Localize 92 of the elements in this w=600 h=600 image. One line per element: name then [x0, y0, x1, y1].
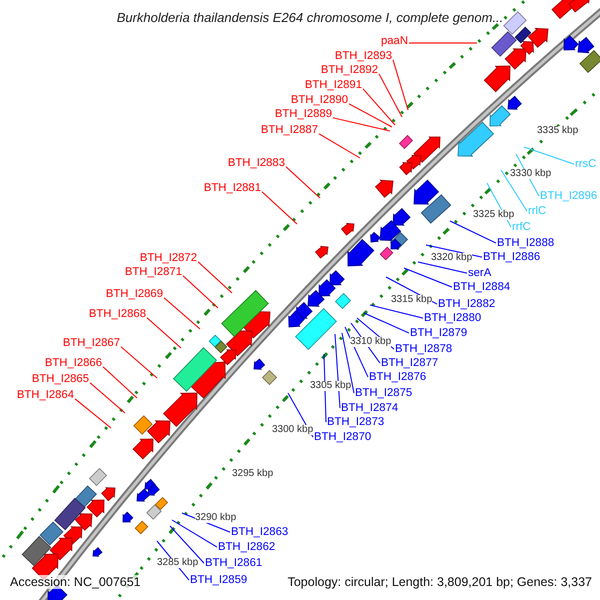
gene-label: BTH_I2875 [355, 388, 412, 399]
leader-line [120, 346, 158, 378]
leader-line [146, 317, 182, 348]
gene-label: BTH_I2868 [88, 308, 146, 320]
leader-line [74, 398, 112, 428]
position-label: 3325 kbp [473, 210, 514, 220]
leader-line [342, 332, 354, 394]
position-label: 3320 kbp [431, 253, 472, 263]
position-label: 3305 kbp [310, 381, 352, 391]
position-label: 3315 kbp [391, 295, 432, 305]
gene-label: rrfC [512, 222, 531, 233]
gene-label: BTH_I2878 [395, 344, 452, 355]
gene-label: BTH_I2872 [140, 252, 197, 264]
leader-line [286, 166, 320, 198]
gene-label: BTH_I2883 [228, 158, 285, 169]
leader-line [262, 191, 298, 224]
gene-label: BTH_I2887 [260, 124, 318, 136]
leader-line [362, 88, 396, 126]
gene-label: BTH_I2892 [320, 64, 378, 76]
leader-line [170, 526, 204, 564]
gene-label: rrlC [528, 206, 546, 217]
leader-line [288, 392, 314, 438]
leader-line [426, 244, 482, 258]
genome-summary: Topology: circular; Length: 3,809,201 bp; Genes: 3,337 [288, 574, 592, 589]
position-label: 3295 kbp [232, 469, 274, 479]
gene-label: BTH_I2862 [218, 542, 276, 553]
leader-line [516, 154, 540, 197]
leader-line [344, 326, 368, 378]
gene-label: BTH_I2880 [424, 312, 482, 324]
gene-label: BTH_I2889 [274, 108, 332, 120]
gene-label: BTH_I2882 [438, 298, 496, 310]
leader-line [450, 220, 496, 244]
leader-line [182, 512, 230, 533]
gene-label: BTH_I2867 [62, 338, 120, 349]
leader-line [386, 276, 438, 305]
gene-label: serA [468, 268, 492, 279]
accession-label: Accession: NC_007651 [10, 574, 141, 589]
leader-line [500, 170, 528, 212]
gene-label: BTH_I2884 [453, 282, 510, 293]
gene-label: BTH_I2859 [190, 574, 248, 586]
leader-line [524, 146, 574, 165]
leader-line [356, 318, 394, 350]
leader-line [364, 312, 410, 334]
leader-line [392, 59, 408, 110]
gene-label: BTH_I2864 [16, 390, 74, 401]
leader-line [90, 382, 126, 414]
leader-line [318, 133, 360, 158]
position-label: 3310 kbp [350, 337, 392, 347]
position-label: 3330 kbp [510, 169, 552, 179]
gene-label: BTH_I2886 [483, 252, 540, 263]
leader-line [418, 262, 468, 274]
gene-label: BTH_I2881 [204, 182, 261, 194]
gene-label: BTH_I2865 [32, 374, 89, 385]
leader-line [348, 103, 392, 128]
gene-label: paaN [380, 36, 408, 47]
gene-label: BTH_I2869 [106, 288, 163, 300]
gene-label: BTH_I2870 [314, 432, 372, 443]
gene-label: BTH_I2877 [381, 358, 438, 369]
leader-line [182, 275, 218, 308]
gene-label: BTH_I2888 [497, 238, 554, 249]
gene-label: BTH_I2871 [124, 266, 182, 278]
position-label: 3335 kbp [537, 126, 578, 136]
gene-label: BTH_I2891 [304, 80, 362, 91]
leader-line [324, 354, 326, 423]
leader-line [172, 520, 218, 548]
position-label: 3300 kbp [272, 425, 314, 435]
gene-label: BTH_I2863 [231, 526, 288, 538]
leader-line [198, 261, 232, 294]
position-label: 3285 kbp [157, 558, 198, 568]
gene-label: rrsC [575, 158, 596, 170]
gene-label: BTH_I2874 [341, 402, 398, 414]
leader-line [378, 73, 402, 118]
gene-label: BTH_I2893 [334, 50, 392, 62]
leader-line [332, 117, 390, 132]
leader-line [408, 42, 478, 44]
gene-label: BTH_I2879 [410, 328, 468, 339]
leader-line [486, 182, 512, 228]
leader-line [370, 304, 424, 319]
gene-label: BTH_I2861 [205, 558, 262, 569]
gene-label: BTH_I2866 [44, 358, 102, 369]
leader-line [350, 322, 380, 364]
leader-line [334, 334, 340, 409]
gene-label: BTH_I2873 [327, 416, 384, 428]
gene-label: BTH_I2890 [290, 94, 348, 106]
gene-label: BTH_I2896 [540, 190, 598, 202]
leader-line [404, 268, 452, 288]
leader-line [102, 366, 138, 398]
leader-line [164, 297, 200, 330]
map-title: Burkholderia thailandensis E264 chromosome I, complete genom... [116, 11, 504, 24]
leader-line [156, 540, 190, 581]
position-label: 3290 kbp [195, 513, 236, 523]
gene-label: BTH_I2876 [369, 372, 426, 383]
